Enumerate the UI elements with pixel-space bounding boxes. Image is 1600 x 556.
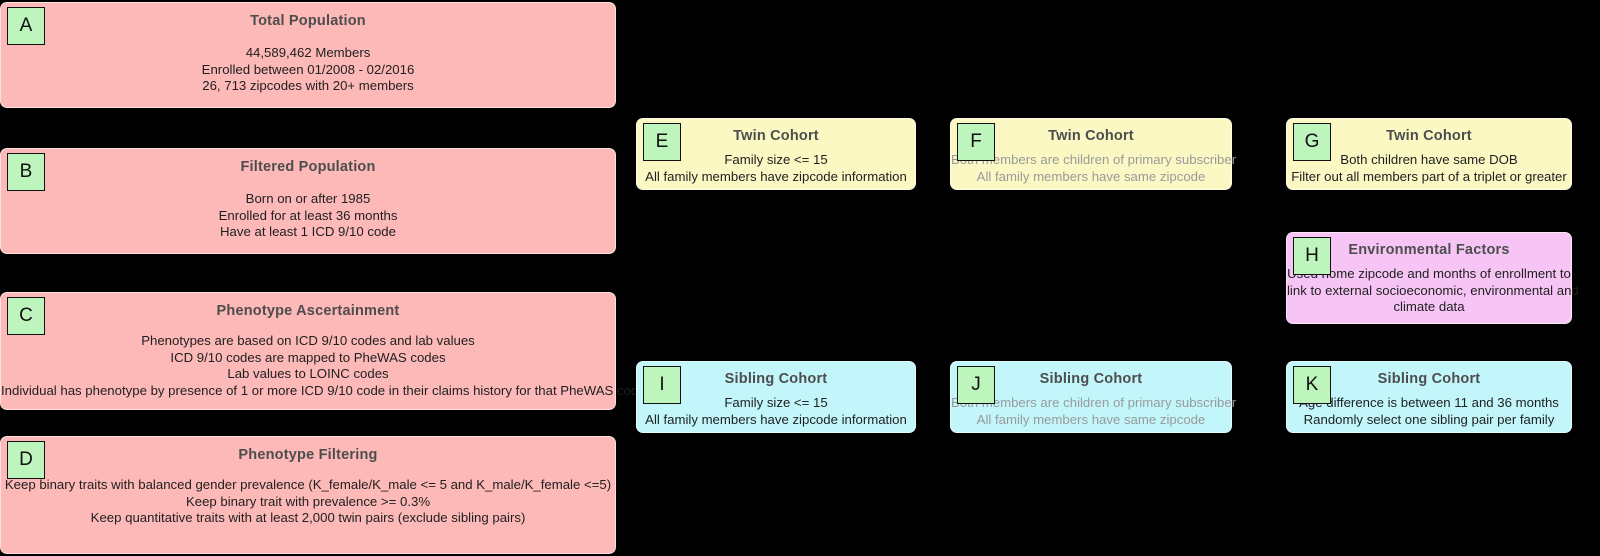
box-line: climate data: [1393, 299, 1465, 314]
box-body-phenotype-filtering: Keep binary traits with balanced gender …: [1, 477, 615, 527]
box-line: All family members have same zipcode: [976, 168, 1206, 184]
box-line: Have at least 1 ICD 9/10 code: [220, 224, 396, 239]
flow-box-total-population: A Total Population 44,589,462 Members En…: [0, 2, 616, 108]
flow-box-twin-cohort-g: G Twin Cohort Both children have same DO…: [1286, 118, 1572, 190]
box-title-sibling-cohort-k: Sibling Cohort: [1377, 371, 1481, 387]
box-line: Family size <= 15: [724, 152, 828, 167]
box-line: Enrolled for at least 36 months: [218, 207, 398, 223]
box-line: link to external socioeconomic, environm…: [1287, 282, 1579, 298]
box-tag-c: C: [7, 297, 45, 335]
box-tag-f: F: [957, 123, 995, 161]
flow-box-phenotype-ascertainment: C Phenotype Ascertainment Phenotypes are…: [0, 292, 646, 410]
box-line: Keep quantitative traits with at least 2…: [90, 510, 526, 525]
box-line: Filter out all members part of a triplet…: [1291, 168, 1567, 184]
box-title-total-population: Total Population: [250, 13, 366, 29]
box-tag-g: G: [1293, 123, 1331, 161]
box-line: Enrolled between 01/2008 - 02/2016: [201, 61, 415, 77]
box-body-twin-cohort-f: Both members are children of primary sub…: [951, 152, 1237, 185]
box-tag-k: K: [1293, 366, 1331, 404]
flow-box-sibling-cohort-k: K Sibling Cohort Age difference is betwe…: [1286, 361, 1572, 433]
box-line: Both children have same DOB: [1340, 152, 1518, 167]
box-line: Family size <= 15: [724, 395, 828, 410]
box-body-twin-cohort-e: Family size <= 15 All family members hav…: [637, 152, 915, 185]
box-body-sibling-cohort-j: Both members are children of primary sub…: [951, 395, 1237, 428]
box-line: Both members are children of primary sub…: [951, 152, 1237, 167]
box-title-filtered-population: Filtered Population: [240, 159, 376, 175]
box-line: All family members have zipcode informat…: [645, 168, 907, 184]
flow-box-sibling-cohort-i: I Sibling Cohort Family size <= 15 All f…: [636, 361, 916, 433]
box-line: Phenotypes are based on ICD 9/10 codes a…: [141, 333, 475, 348]
box-tag-j: J: [957, 366, 995, 404]
box-body-total-population: 44,589,462 Members Enrolled between 01/2…: [1, 45, 615, 95]
box-line: Keep binary trait with prevalence >= 0.3…: [185, 493, 431, 509]
flow-box-filtered-population: B Filtered Population Born on or after 1…: [0, 148, 616, 254]
box-line: Lab values to LOINC codes: [227, 366, 389, 381]
box-line: ICD 9/10 codes are mapped to PheWAS code…: [170, 349, 446, 365]
box-line: Randomly select one sibling pair per fam…: [1303, 411, 1555, 427]
box-title-twin-cohort-f: Twin Cohort: [1048, 128, 1134, 144]
box-title-twin-cohort-g: Twin Cohort: [1386, 128, 1472, 144]
box-line: Age difference is between 11 and 36 mont…: [1299, 395, 1559, 410]
box-line: Used home zipcode and months of enrollme…: [1287, 266, 1571, 281]
box-tag-b: B: [7, 153, 45, 191]
box-title-sibling-cohort-j: Sibling Cohort: [1039, 371, 1143, 387]
box-body-sibling-cohort-k: Age difference is between 11 and 36 mont…: [1287, 395, 1571, 428]
box-tag-d: D: [7, 441, 45, 479]
box-tag-a: A: [7, 7, 45, 45]
box-body-environmental-factors: Used home zipcode and months of enrollme…: [1287, 266, 1579, 316]
box-title-twin-cohort-e: Twin Cohort: [733, 128, 819, 144]
flow-box-twin-cohort-f: F Twin Cohort Both members are children …: [950, 118, 1237, 190]
box-line: 44,589,462 Members: [245, 45, 371, 60]
box-title-environmental-factors: Environmental Factors: [1348, 242, 1510, 258]
flow-box-phenotype-filtering: D Phenotype Filtering Keep binary traits…: [0, 436, 616, 554]
box-line: 26, 713 zipcodes with 20+ members: [202, 78, 414, 93]
box-line: Keep binary traits with balanced gender …: [4, 477, 612, 492]
flow-box-twin-cohort-e: E Twin Cohort Family size <= 15 All fami…: [636, 118, 916, 190]
box-line: Individual has phenotype by presence of …: [1, 382, 646, 398]
box-tag-i: I: [643, 366, 681, 404]
box-body-filtered-population: Born on or after 1985 Enrolled for at le…: [1, 191, 615, 241]
box-title-sibling-cohort-i: Sibling Cohort: [724, 371, 828, 387]
box-body-sibling-cohort-i: Family size <= 15 All family members hav…: [637, 395, 915, 428]
box-tag-h: H: [1293, 237, 1331, 275]
box-title-phenotype-ascertainment: Phenotype Ascertainment: [216, 303, 400, 319]
box-body-phenotype-ascertainment: Phenotypes are based on ICD 9/10 codes a…: [1, 333, 646, 399]
box-title-phenotype-filtering: Phenotype Filtering: [238, 447, 378, 463]
flow-box-sibling-cohort-j: J Sibling Cohort Both members are childr…: [950, 361, 1237, 433]
box-line: All family members have same zipcode: [976, 411, 1206, 427]
box-line: Born on or after 1985: [245, 191, 371, 206]
flow-box-environmental-factors: H Environmental Factors Used home zipcod…: [1286, 232, 1579, 324]
box-tag-e: E: [643, 123, 681, 161]
box-body-twin-cohort-g: Both children have same DOB Filter out a…: [1287, 152, 1571, 185]
box-line: All family members have zipcode informat…: [645, 411, 907, 427]
box-line: Both members are children of primary sub…: [951, 395, 1237, 410]
